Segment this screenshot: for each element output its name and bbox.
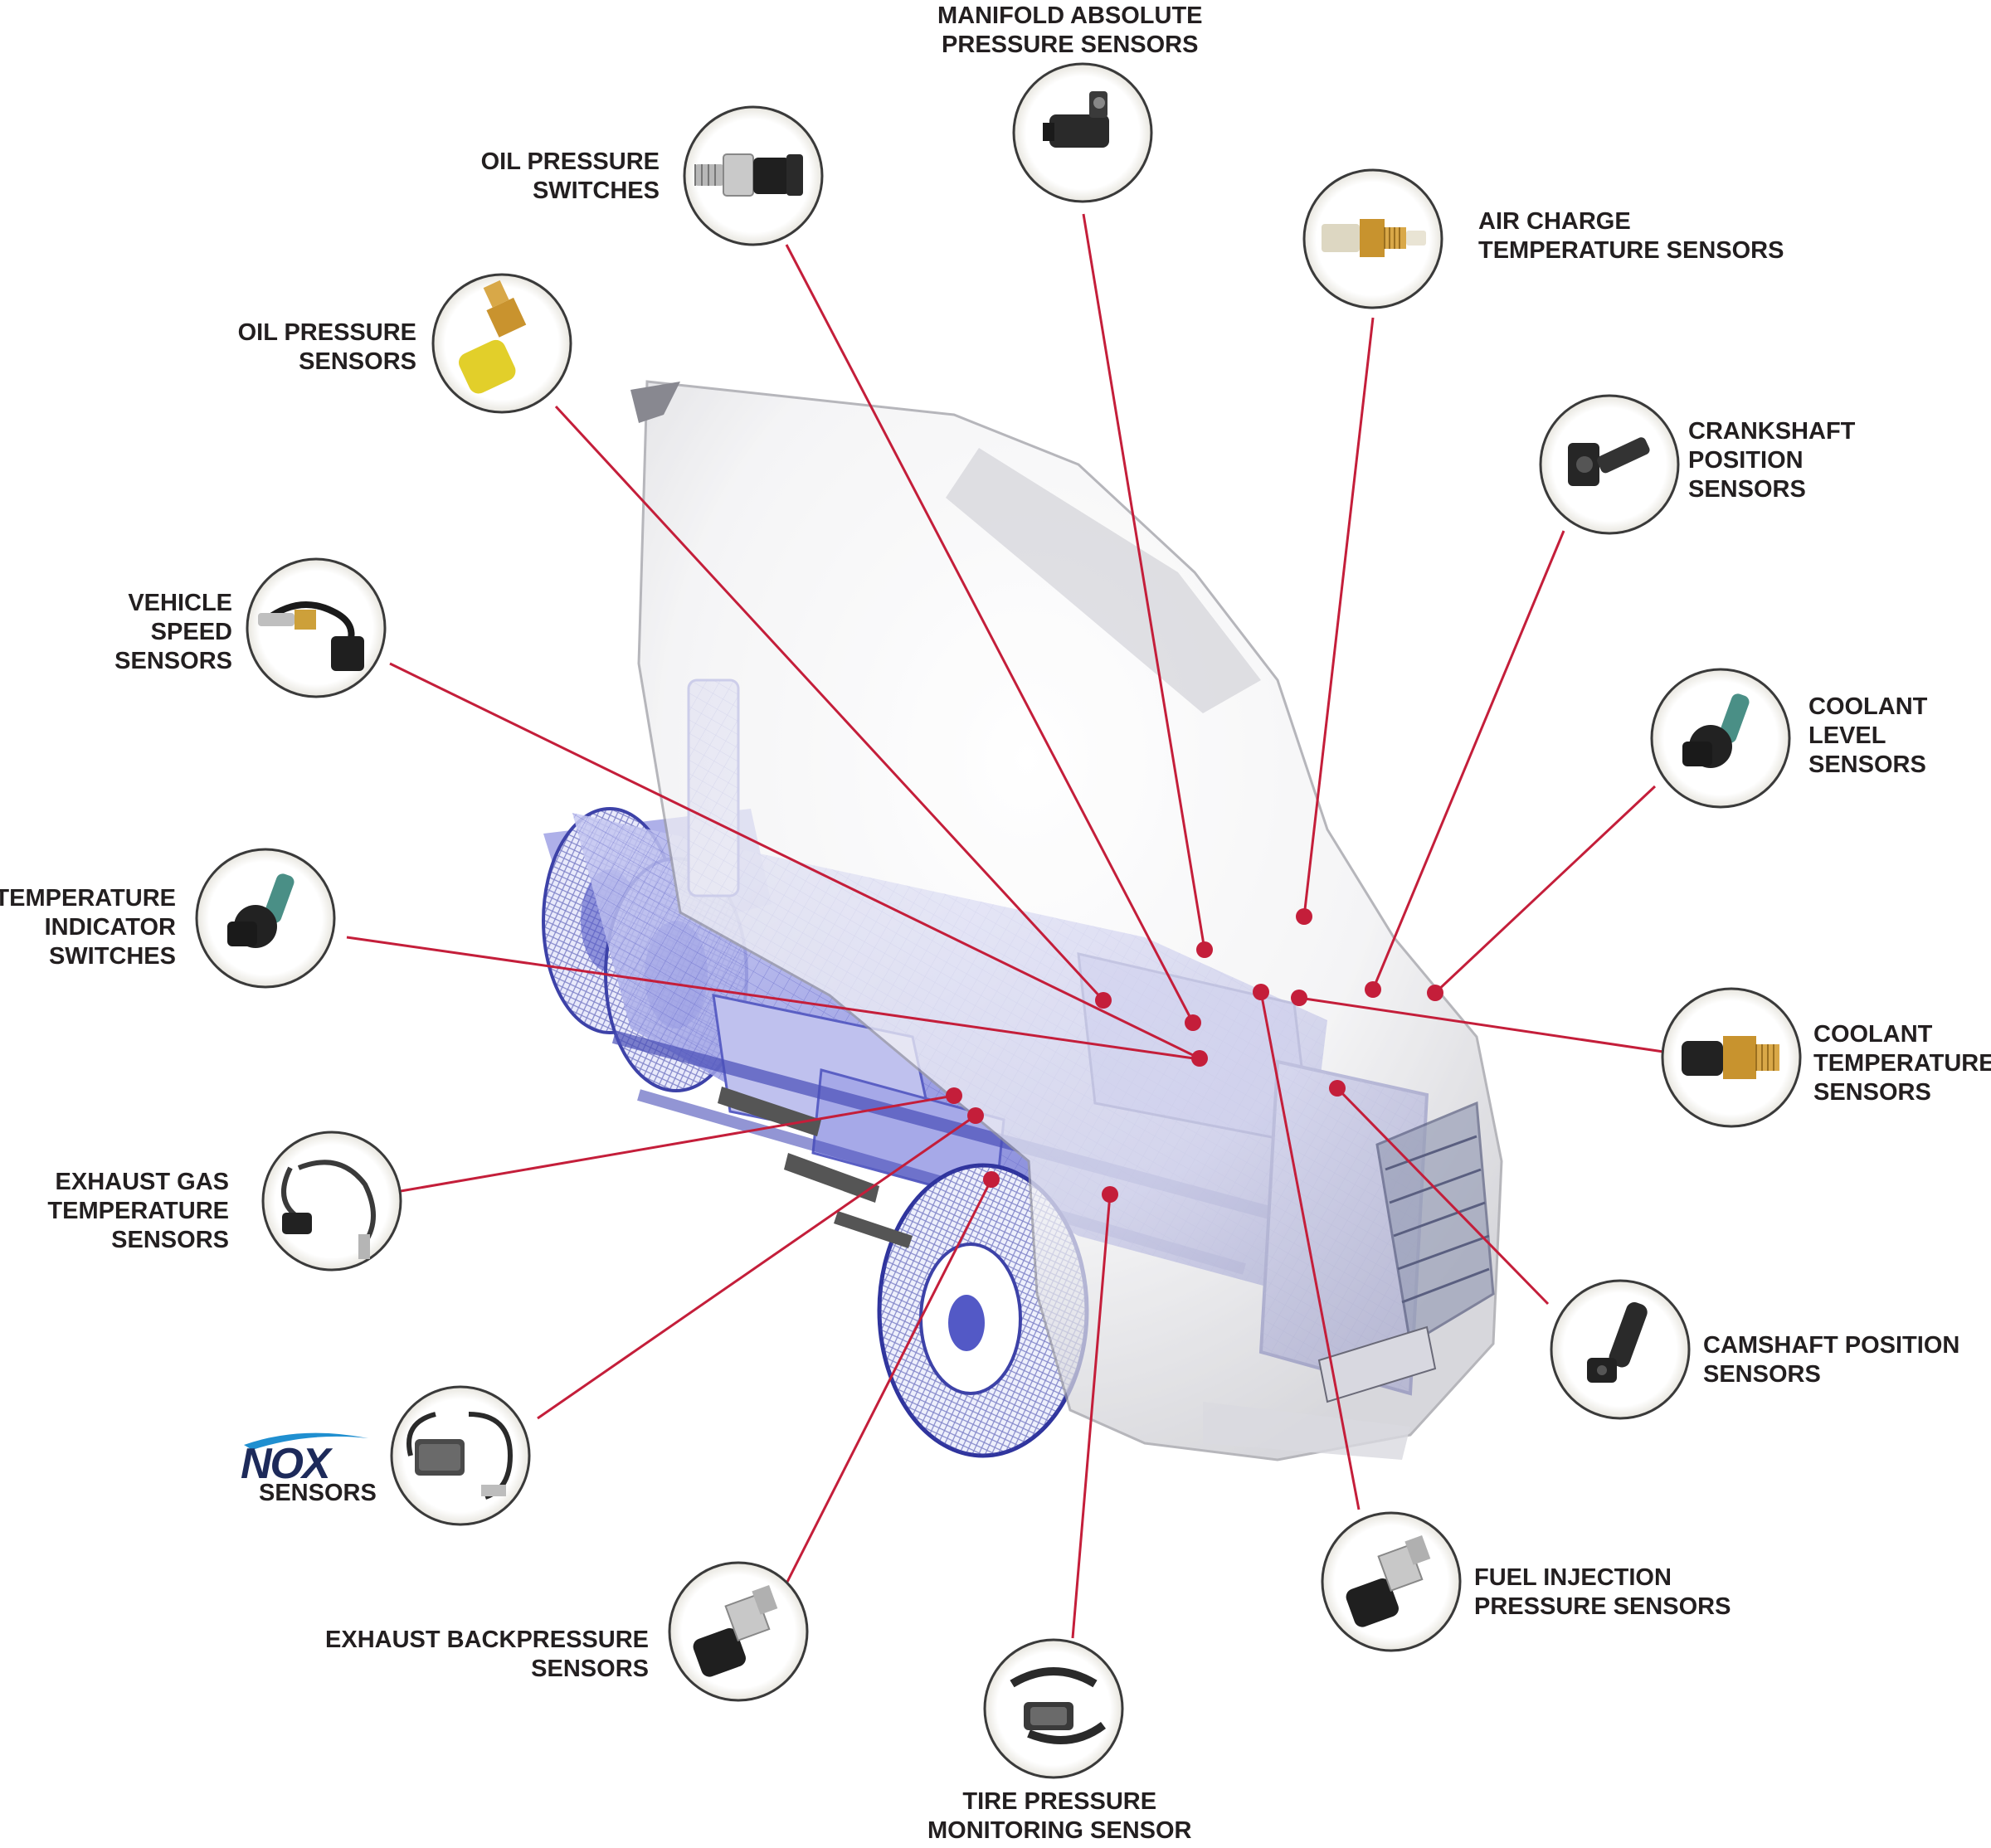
sensor-location-dots xyxy=(946,908,1443,1203)
oil-pressure-sensor-bubble xyxy=(431,273,572,414)
dot-backpressure xyxy=(983,1171,1000,1188)
label-exhaust-gas-temp-sensors: EXHAUST GAS TEMPERATURE SENSORS xyxy=(47,1169,229,1253)
dot-oil-sensor xyxy=(1095,992,1112,1009)
connector-backpressure xyxy=(782,1179,993,1589)
connector-nox xyxy=(537,1114,976,1420)
oil-pressure-switch-bubble xyxy=(683,105,824,246)
nox-logo: NOX xyxy=(241,1432,368,1483)
dot-air-charge xyxy=(1296,908,1312,925)
coolant-level-sensor-icon xyxy=(1682,693,1750,768)
connector-oil-switch xyxy=(785,244,1195,1024)
map-sensor-icon xyxy=(1043,91,1109,148)
air-charge-temp-bubble xyxy=(1302,168,1443,309)
connector-camshaft xyxy=(1336,1087,1550,1306)
connector-oil-sensor xyxy=(554,405,1105,1002)
exhaust-gas-temp-sensor-icon xyxy=(281,1160,376,1259)
map-sensor-bubble xyxy=(1012,62,1153,203)
connector-air-charge xyxy=(1302,317,1375,917)
dot-coolant-level xyxy=(1427,985,1443,1001)
air-charge-temp-sensor-icon xyxy=(1322,219,1426,257)
truck-illustration xyxy=(542,380,1503,1461)
camshaft-sensor-icon xyxy=(1587,1302,1648,1383)
connector-tpms xyxy=(1071,1194,1112,1639)
connector-map xyxy=(1082,213,1206,951)
temperature-switch-bubble xyxy=(195,848,336,989)
label-map-sensors: MANIFOLD ABSOLUTE PRESSURE SENSORS xyxy=(937,2,1203,58)
cab-shell xyxy=(630,380,1503,1461)
dot-oil-switch xyxy=(1185,1014,1201,1031)
fuel-injection-bubble xyxy=(1321,1511,1462,1652)
label-coolant-temperature-sensors: COOLANT TEMPERATURE SENSORS xyxy=(1813,1021,1991,1106)
label-camshaft-sensors: CAMSHAFT POSITION SENSORS xyxy=(1703,1332,1960,1388)
connector-crankshaft xyxy=(1371,530,1565,990)
label-crankshaft-sensors: CRANKSHAFT POSITION SENSORS xyxy=(1688,418,1856,503)
exhaust-backpressure-bubble xyxy=(668,1561,809,1702)
temperature-switch-icon xyxy=(227,873,295,948)
label-vehicle-speed-sensors: VEHICLE SPEED SENSORS xyxy=(114,590,232,674)
vehicle-speed-bubble xyxy=(246,557,387,698)
dot-map xyxy=(1196,941,1213,958)
label-tire-pressure-sensor: TIRE PRESSURE MONITORING SENSOR xyxy=(927,1788,1192,1844)
tpms-sensor-icon xyxy=(1010,1667,1106,1744)
nox-logo-text: NOX xyxy=(241,1440,333,1483)
label-air-charge-temp-sensors: AIR CHARGE TEMPERATURE SENSORS xyxy=(1478,208,1784,264)
dot-fuel-injection xyxy=(1253,984,1269,1000)
connector-temp-switch xyxy=(346,936,1200,1061)
coolant-temp-bubble xyxy=(1661,987,1802,1128)
vehicle-speed-sensor-icon xyxy=(258,601,364,671)
connector-lines xyxy=(346,213,1664,1639)
label-oil-pressure-switches: OIL PRESSURE SWITCHES xyxy=(480,148,660,204)
connector-exhaust-gas xyxy=(400,1094,955,1193)
dot-crankshaft xyxy=(1365,981,1381,998)
nox-sensor-icon xyxy=(406,1412,514,1500)
exhaust-backpressure-sensor-icon xyxy=(693,1584,778,1677)
crankshaft-sensor-icon xyxy=(1568,437,1650,486)
coolant-level-bubble xyxy=(1650,668,1791,809)
camshaft-bubble xyxy=(1550,1279,1691,1420)
nox-bubble xyxy=(390,1385,531,1526)
oil-pressure-sensor-icon xyxy=(459,280,527,394)
connector-vehicle-speed xyxy=(389,662,1200,1060)
label-nox-sensors: SENSORS xyxy=(259,1480,377,1506)
connector-coolant-level xyxy=(1434,785,1657,995)
dot-tpms xyxy=(1102,1186,1118,1203)
tpms-bubble xyxy=(983,1638,1124,1779)
label-oil-pressure-sensors: OIL PRESSURE SENSORS xyxy=(237,319,416,375)
crankshaft-bubble xyxy=(1539,394,1680,535)
dot-exhaust-gas xyxy=(946,1087,962,1104)
dot-nox xyxy=(967,1107,984,1124)
connector-fuel-injection xyxy=(1259,991,1361,1510)
sensor-bubbles xyxy=(195,62,1802,1779)
exhaust-gas-temp-bubble xyxy=(261,1131,402,1272)
label-exhaust-backpressure-sensors: EXHAUST BACKPRESSURE SENSORS xyxy=(325,1627,649,1682)
label-coolant-level-sensors: COOLANT LEVEL SENSORS xyxy=(1808,693,1928,778)
dot-camshaft xyxy=(1329,1080,1346,1097)
label-fuel-injection-sensors: FUEL INJECTION PRESSURE SENSORS xyxy=(1474,1564,1731,1620)
connector-coolant-temp xyxy=(1298,996,1664,1053)
fuel-injection-sensor-icon xyxy=(1346,1534,1431,1627)
oil-pressure-switch-icon xyxy=(694,153,803,197)
dot-vehicle-speed xyxy=(1191,1050,1208,1067)
label-temperature-indicator-switches: TEMPERATURE INDICATOR SWITCHES xyxy=(0,885,176,970)
coolant-temp-sensor-icon xyxy=(1682,1036,1779,1079)
dot-coolant-temp xyxy=(1291,990,1307,1006)
